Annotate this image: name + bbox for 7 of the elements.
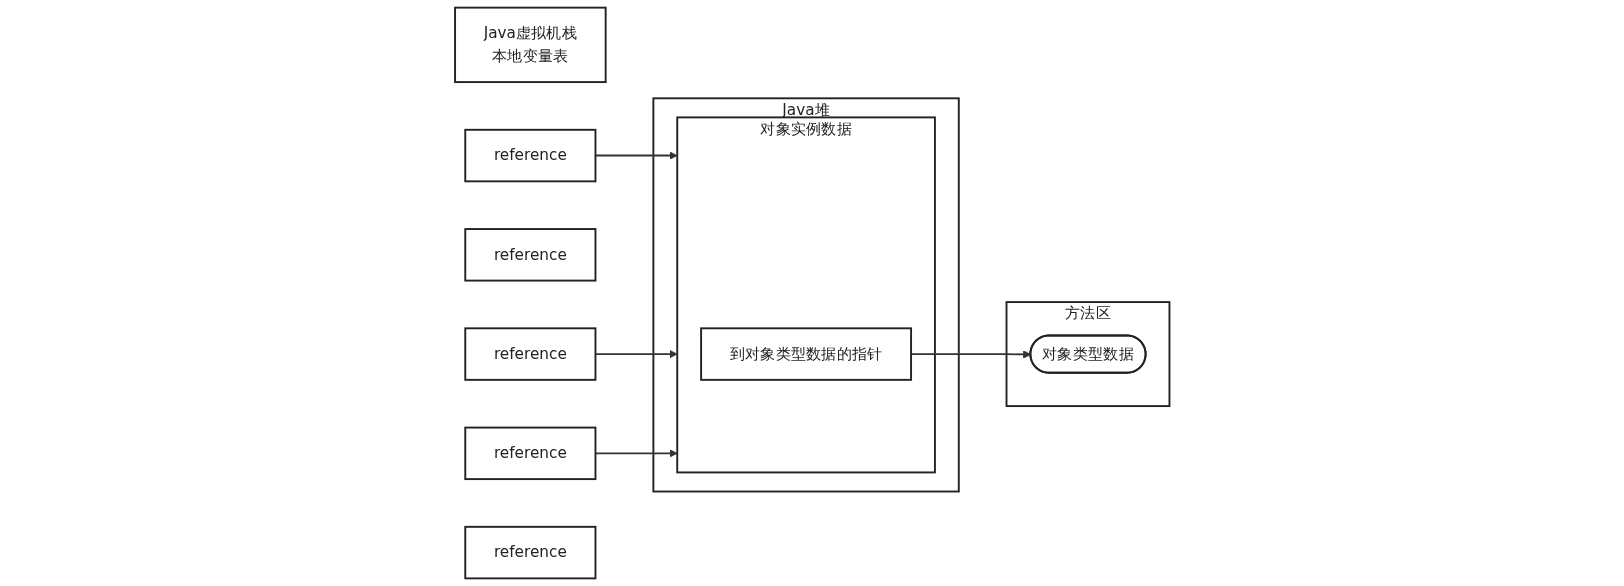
- node-box: reference: [464, 525, 597, 580]
- node-box: reference: [464, 128, 597, 183]
- node-box: Java虚拟机栈 本地变量表: [453, 6, 607, 84]
- node-box: reference: [464, 228, 597, 282]
- node-box: reference: [464, 327, 597, 381]
- node-box: reference: [464, 426, 597, 481]
- node-box: 到对象类型数据的指针: [699, 327, 912, 381]
